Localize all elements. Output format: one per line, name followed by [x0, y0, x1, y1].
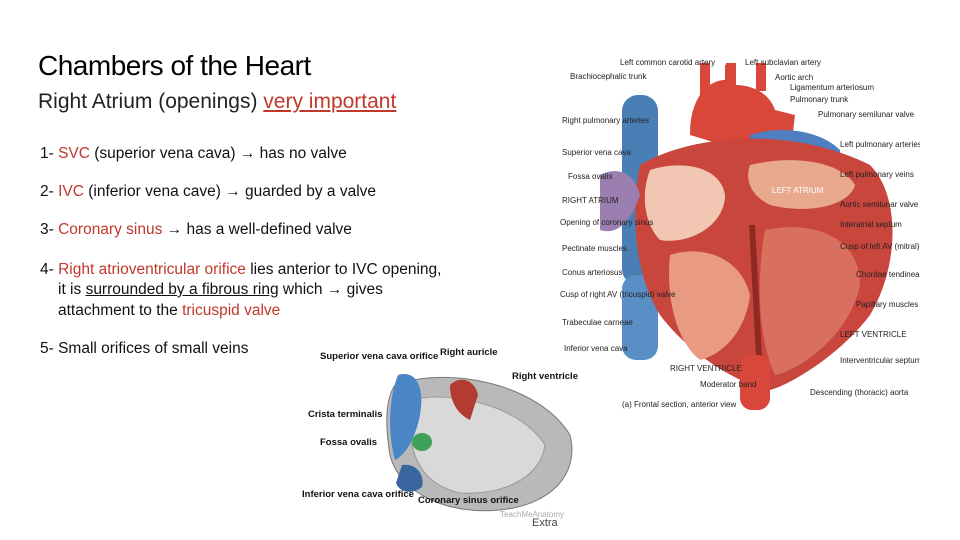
label-left-atrium: LEFT ATRIUM	[772, 186, 824, 195]
label-aortic-arch: Aortic arch	[775, 73, 813, 82]
point-number: 4-	[40, 261, 59, 278]
point-text: guarded by a valve	[240, 183, 377, 200]
label-svc: Superior vena cava	[562, 148, 631, 157]
label-chordae: Chordae tendineae	[856, 270, 920, 279]
ivc-vessel	[396, 464, 423, 492]
label-tricuspid-cusp: Cusp of right AV (tricuspid) valve	[560, 290, 676, 299]
left-ventricle-chamber	[759, 227, 860, 375]
label-right-atrium: RIGHT ATRIUM	[562, 196, 619, 205]
label-left-pulmonary-arteries: Left pulmonary arteries	[840, 140, 920, 149]
point-text: has a well-defined valve	[182, 221, 352, 238]
page-subtitle: Right Atrium (openings) very important	[38, 90, 396, 114]
point-text: which	[278, 281, 327, 298]
point-text-underlined: surrounded by a fibrous ring	[85, 281, 279, 298]
point-number: 3-	[40, 221, 59, 238]
label-left-subclavian: Left subclavian artery	[745, 58, 821, 67]
label-crista-terminalis: Crista terminalis	[308, 409, 382, 420]
arrow-icon: →	[239, 145, 256, 162]
label-svc-orifice: Superior vena cava orifice	[320, 351, 438, 362]
fossa-ovalis-mark	[412, 433, 432, 451]
right-atrium-interior-figure: Superior vena cava orifice Right auricle…	[302, 347, 578, 519]
label-pulmonary-trunk: Pulmonary trunk	[790, 95, 849, 104]
label-coronary-sinus-opening: Opening of coronary sinus	[560, 218, 653, 227]
svc-vessel	[390, 374, 422, 460]
watermark: TeachMeAnatomy	[500, 510, 564, 519]
point-number: 2-	[40, 183, 59, 200]
aortic-arch	[690, 65, 795, 150]
label-aortic-valve: Aortic semilunar valve	[840, 200, 919, 209]
point-4-line-1: 4- Right atrioventricular orifice lies a…	[40, 261, 441, 279]
right-auricle	[450, 379, 478, 420]
point-term: IVC	[58, 183, 84, 200]
label-left-common-carotid: Left common carotid artery	[620, 58, 715, 67]
carotid-artery	[726, 63, 736, 85]
label-conus-arteriosus: Conus arteriosus	[562, 268, 622, 277]
label-moderator-band: Moderator band	[700, 380, 756, 389]
right-atrium-chamber	[644, 165, 725, 241]
label-pectinate-muscles: Pectinate muscles	[562, 244, 627, 253]
page-title: Chambers of the Heart	[38, 50, 311, 81]
subtitle-prefix: Right Atrium (openings)	[38, 90, 264, 113]
point-text: (inferior vena cave)	[83, 183, 226, 200]
label-trabeculae: Trabeculae carneae	[562, 318, 633, 327]
label-right-pulmonary-arteries: Right pulmonary arteries	[562, 116, 649, 125]
label-pulmonary-valve: Pulmonary semilunar valve	[818, 110, 915, 119]
point-text: (superior vena cava)	[89, 145, 240, 162]
point-4-line-3: attachment to the tricuspid valve	[58, 302, 280, 320]
arrow-icon: →	[326, 281, 343, 298]
arrow-icon: →	[166, 221, 183, 238]
point-text: lies anterior to IVC opening,	[245, 261, 442, 278]
label-fossa-ovalis: Fossa ovalis	[568, 172, 612, 181]
label-fossa-ovalis-small: Fossa ovalis	[320, 437, 377, 448]
subclavian-artery	[756, 63, 766, 91]
figure-caption: (a) Frontal section, anterior view	[622, 400, 736, 409]
right-ventricle-chamber	[669, 251, 750, 360]
label-papillary: Papillary muscles	[856, 300, 918, 309]
point-text: attachment to the	[58, 302, 183, 319]
left-atrium-chamber	[748, 160, 855, 209]
point-5: 5- Small orifices of small veins	[40, 340, 249, 357]
point-3: 3- Coronary sinus → has a well-defined v…	[40, 221, 352, 239]
point-term: tricuspid valve	[182, 302, 281, 319]
brachiocephalic-trunk	[700, 63, 710, 103]
heart-frontal-section-figure: Left common carotid artery Left subclavi…	[560, 58, 920, 410]
point-text: gives	[342, 281, 383, 298]
pulmonary-vein	[600, 171, 640, 232]
inferior-vena-cava	[622, 275, 658, 360]
label-ivc-orifice: Inferior vena cava orifice	[302, 489, 414, 500]
label-descending-aorta: Descending (thoracic) aorta	[810, 388, 909, 397]
point-2: 2- IVC (inferior vena cave) → guarded by…	[40, 183, 376, 201]
label-right-ventricle-small: Right ventricle	[512, 371, 578, 382]
label-interatrial-septum: Interatrial septum	[840, 220, 902, 229]
point-4-line-2: it is surrounded by a fibrous ring which…	[58, 281, 383, 299]
point-text: has no valve	[255, 145, 347, 162]
interventricular-septum	[749, 224, 763, 376]
label-right-ventricle: RIGHT VENTRICLE	[670, 364, 742, 373]
extra-label: Extra	[532, 517, 558, 529]
label-brachiocephalic: Brachiocephalic trunk	[570, 72, 647, 81]
point-term: SVC	[58, 145, 90, 162]
label-ivc: Inferior vena cava	[564, 344, 628, 353]
point-term: Coronary sinus	[58, 221, 163, 238]
label-ligamentum: Ligamentum arteriosum	[790, 83, 874, 92]
point-text: it is	[58, 281, 86, 298]
label-left-ventricle: LEFT VENTRICLE	[840, 330, 907, 339]
atrium-interior	[408, 396, 546, 494]
label-interventricular-septum: Interventricular septum	[840, 356, 920, 365]
label-left-pulmonary-veins: Left pulmonary veins	[840, 170, 914, 179]
subtitle-emphasis: very important	[263, 90, 397, 113]
label-coronary-sinus-orifice: Coronary sinus orifice	[418, 495, 519, 506]
arrow-icon: →	[225, 183, 241, 200]
point-number: 1-	[40, 145, 59, 162]
point-1: 1- SVC (superior vena cava) → has no val…	[40, 145, 347, 163]
point-term: Right atrioventricular orifice	[58, 261, 246, 278]
descending-aorta	[740, 355, 770, 410]
label-right-auricle: Right auricle	[440, 347, 498, 358]
label-mitral-cusp: Cusp of left AV (mitral) valve	[840, 242, 920, 251]
